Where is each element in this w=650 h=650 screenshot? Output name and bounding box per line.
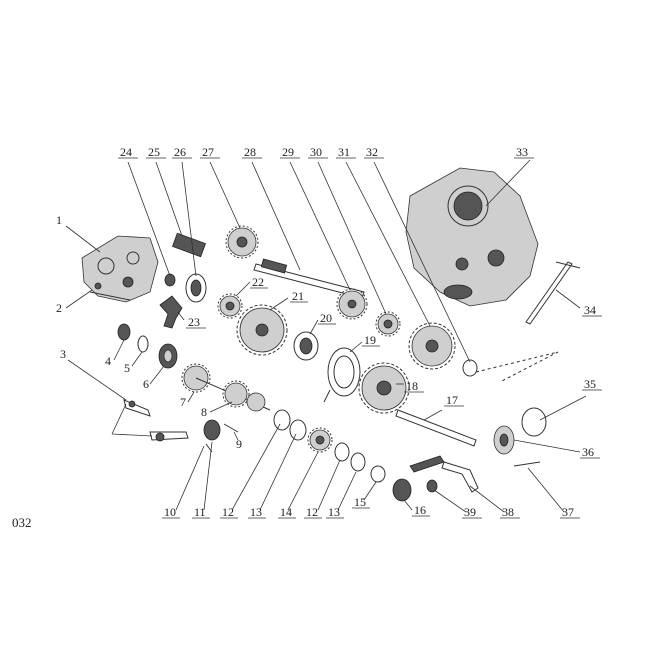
part-bearing-20 [293, 331, 319, 361]
callout-20: 20 [320, 311, 332, 325]
callout-32: 32 [366, 145, 378, 159]
callout-27: 27 [202, 145, 214, 159]
callout-39: 39 [464, 505, 476, 519]
page-code: 032 [12, 515, 32, 530]
callout-14: 14 [280, 505, 292, 519]
callout-1: 1 [56, 213, 62, 227]
callout-12b: 12 [306, 505, 318, 519]
callout-9: 9 [236, 437, 242, 451]
callout-37: 37 [562, 505, 574, 519]
callout-12a: 12 [222, 505, 234, 519]
callout-29: 29 [282, 145, 294, 159]
part-spring-nut [164, 232, 207, 303]
part-needle-bearing [203, 419, 239, 453]
callout-3: 3 [60, 347, 66, 361]
callout-13a: 13 [250, 505, 262, 519]
part-gear-22 [217, 293, 243, 319]
part-gear-30 [375, 311, 401, 337]
callout-23: 23 [188, 315, 200, 329]
part-ring-19 [323, 347, 361, 403]
part-gear-31 [408, 322, 456, 370]
part-pin-37 [513, 461, 541, 467]
callout-28: 28 [244, 145, 256, 159]
callout-15: 15 [354, 495, 366, 509]
callout-25: 25 [148, 145, 160, 159]
callout-18: 18 [406, 379, 418, 393]
callout-8: 8 [201, 405, 207, 419]
part-gear-18 [358, 362, 410, 414]
callout-17: 17 [446, 393, 458, 407]
callout-11: 11 [194, 505, 206, 519]
part-rod-34 [525, 261, 581, 325]
part-shift-fork [159, 295, 183, 329]
part-lever-38 [409, 455, 479, 493]
callout-26: 26 [174, 145, 186, 159]
leader-lines [65, 159, 587, 513]
callout-31: 31 [338, 145, 350, 159]
callout-34: 34 [584, 303, 596, 317]
callout-36: 36 [582, 445, 594, 459]
callout-33: 33 [516, 145, 528, 159]
callout-38: 38 [502, 505, 514, 519]
callout-10: 10 [164, 505, 176, 519]
callout-22: 22 [252, 275, 264, 289]
part-washers [273, 409, 366, 472]
callout-4: 4 [105, 354, 111, 368]
part-bush-39 [426, 479, 438, 493]
parts-artwork [81, 167, 581, 502]
part-countershaft [181, 363, 271, 412]
callout-21: 21 [292, 289, 304, 303]
part-housing [405, 167, 539, 307]
callout-labels: 1 2 3 4 5 6 7 8 9 10 11 12 13 14 12 13 1… [56, 145, 602, 519]
callout-30: 30 [310, 145, 322, 159]
callout-35: 35 [584, 377, 596, 391]
callout-16: 16 [414, 503, 426, 517]
part-hub-35-36 [493, 407, 547, 455]
part-gear-21 [236, 304, 288, 356]
part-gear-14 [307, 427, 333, 453]
part-gear-29 [336, 288, 368, 320]
part-shaft-17 [395, 409, 477, 447]
callout-24: 24 [120, 145, 132, 159]
callout-13b: 13 [328, 505, 340, 519]
part-levers [123, 399, 189, 442]
callout-6: 6 [143, 377, 149, 391]
callout-5: 5 [124, 361, 130, 375]
part-gear-27 [225, 225, 259, 259]
part-bearing-16 [370, 465, 412, 502]
callout-7: 7 [180, 395, 186, 409]
part-cover-plate [81, 235, 159, 303]
part-washer-32 [462, 359, 478, 377]
callout-19: 19 [364, 333, 376, 347]
callout-2: 2 [56, 301, 62, 315]
